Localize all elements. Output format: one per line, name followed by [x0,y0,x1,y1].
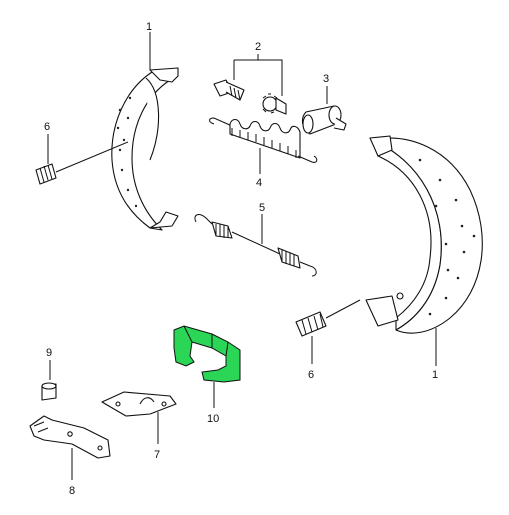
highlighted-clip[interactable] [173,325,241,383]
brake-shoe-right [365,135,483,334]
callout-1a: 1 [146,21,152,33]
callout-3: 3 [323,73,329,85]
callout-6a: 6 [44,121,50,133]
callout-9: 9 [46,347,52,359]
leader-2 [233,54,283,96]
return-spring-upper [209,117,318,163]
hold-down-spring-left [35,141,129,185]
callout-5: 5 [259,202,265,214]
star-wheel [262,93,287,115]
adjuster-assembly [213,79,287,115]
callout-8: 8 [69,485,75,497]
hold-down-spring-right [295,299,361,337]
callout-7: 7 [154,449,160,461]
clip-fill [173,325,241,383]
adjuster-lever [29,415,111,459]
callout-10: 10 [207,413,219,425]
lining-rivets-left [116,96,138,208]
callout-6b: 6 [308,369,314,381]
callout-1b: 1 [432,369,438,381]
callout-4: 4 [256,177,262,189]
lining-rivets-right [418,158,476,316]
callout-2: 2 [255,41,261,53]
retaining-plate [101,391,177,417]
brake-shoe-left [111,67,179,231]
return-spring-lower [194,214,317,277]
adjuster-sleeve [301,105,347,135]
cap-sleeve [41,382,57,401]
